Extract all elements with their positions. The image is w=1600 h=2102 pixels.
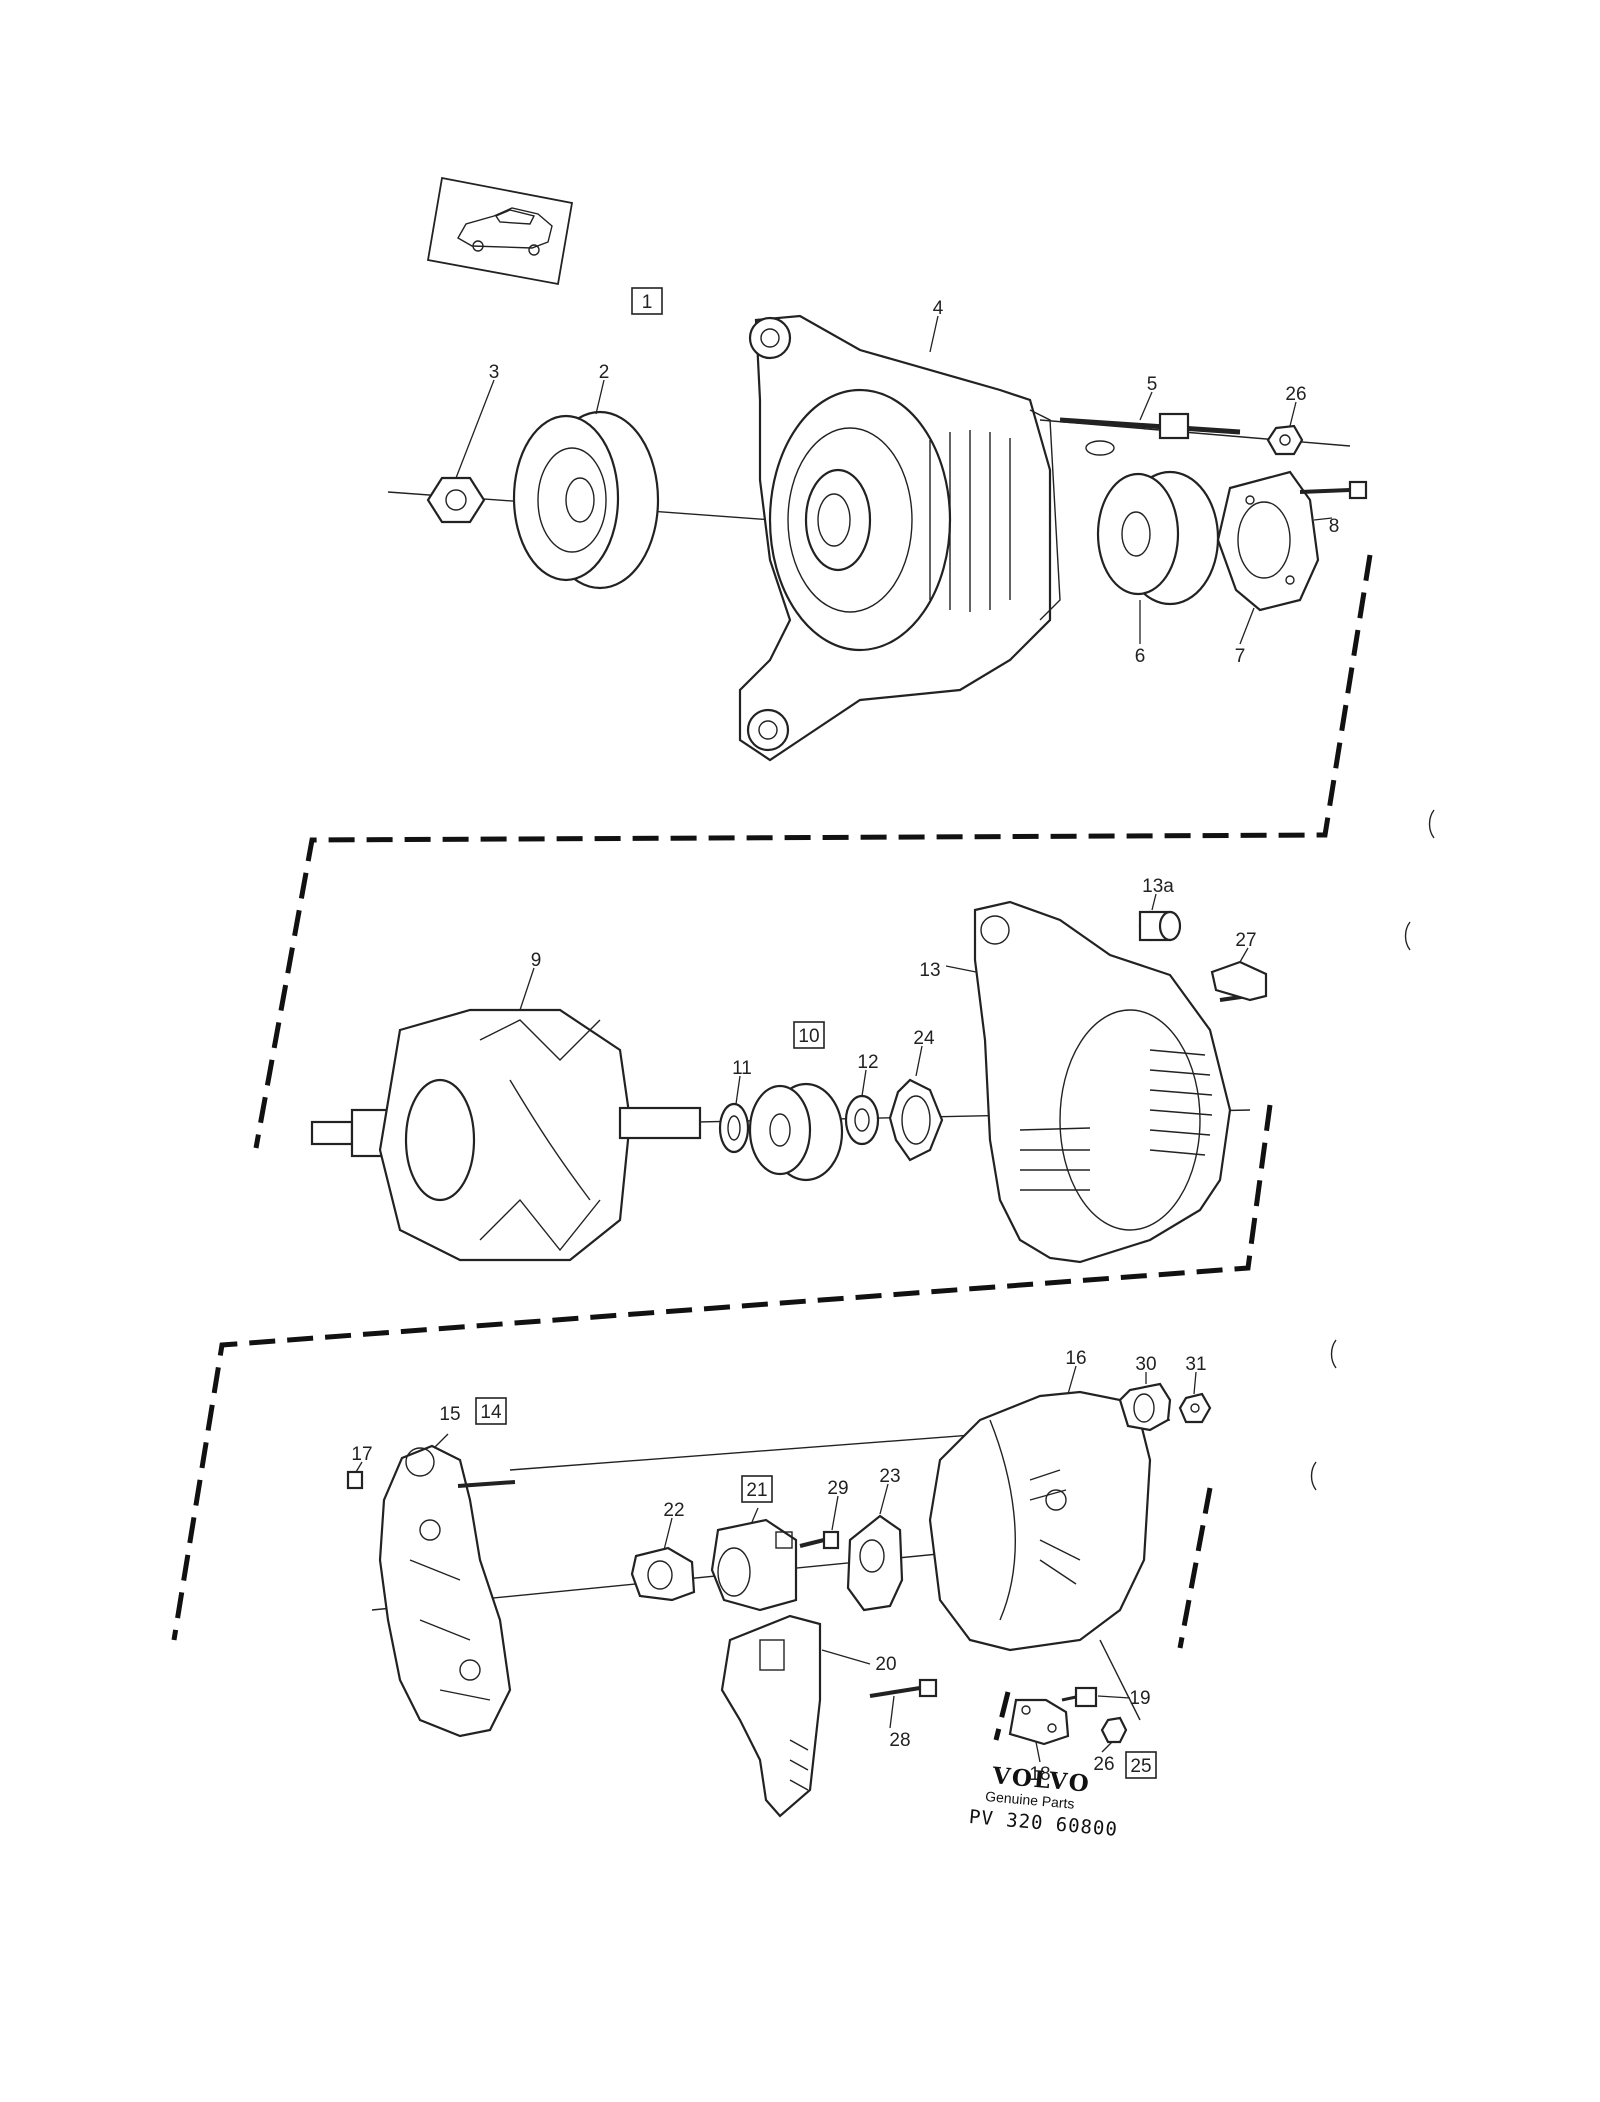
dashed-connector-top <box>253 554 1373 1149</box>
callout-27: 27 <box>1235 930 1256 951</box>
callout-4: 4 <box>933 298 944 319</box>
bearing-retainer-plate <box>1216 470 1320 612</box>
callout-2: 2 <box>599 362 610 383</box>
rectifier <box>378 1444 516 1738</box>
small-nut-17 <box>346 1470 364 1490</box>
callout-26-bottom: 26 <box>1093 1754 1114 1775</box>
callout-11: 11 <box>732 1058 752 1079</box>
bracket-18 <box>1008 1698 1070 1746</box>
housing-sleeve <box>1138 910 1182 942</box>
callout-9: 9 <box>531 950 542 971</box>
nut-31 <box>1178 1392 1212 1424</box>
screw-28 <box>869 1678 938 1698</box>
callout-20: 20 <box>875 1654 896 1675</box>
margin-mark-2 <box>1404 921 1411 951</box>
washer-12 <box>844 1094 880 1146</box>
axis-line-lower-3 <box>1099 1639 1141 1721</box>
callout-box-21 <box>741 1475 773 1503</box>
voltage-regulator <box>720 1614 822 1818</box>
seal-22 <box>630 1546 696 1602</box>
callout-24: 24 <box>913 1028 935 1049</box>
dashed-connector-middle <box>171 1104 1273 1641</box>
callout-5: 5 <box>1147 374 1158 395</box>
terminal-nut <box>1266 424 1304 456</box>
callout-19: 19 <box>1129 1688 1150 1709</box>
callout-box-10 <box>793 1021 825 1049</box>
callout-26-top: 26 <box>1285 384 1306 405</box>
brush-holder <box>710 1518 798 1612</box>
rear-cover <box>928 1390 1152 1652</box>
cover-23 <box>846 1514 904 1612</box>
pulley-nut <box>426 476 486 524</box>
callout-12: 12 <box>857 1052 878 1073</box>
callout-31: 31 <box>1185 1354 1206 1375</box>
callout-1: 1 <box>642 292 653 313</box>
callout-18: 18 <box>1029 1764 1050 1785</box>
callout-14: 14 <box>480 1402 502 1423</box>
wave-washer <box>888 1078 944 1162</box>
callout-29: 29 <box>827 1478 848 1499</box>
leader-lines <box>355 315 1333 1763</box>
dashed-connector-right <box>1177 1487 1213 1649</box>
callout-28: 28 <box>889 1730 910 1751</box>
bushing-30 <box>1118 1382 1172 1432</box>
callout-17: 17 <box>351 1444 372 1465</box>
callout-23: 23 <box>879 1466 900 1487</box>
callout-6: 6 <box>1135 646 1146 667</box>
callout-21: 21 <box>746 1480 767 1501</box>
screw-29 <box>799 1530 840 1550</box>
callout-8: 8 <box>1329 516 1340 537</box>
front-housing <box>738 314 1061 762</box>
callout-25: 25 <box>1130 1756 1151 1777</box>
callout-30: 30 <box>1135 1354 1156 1375</box>
callout-box-1 <box>631 287 663 315</box>
front-bearing <box>1096 470 1220 606</box>
callout-3: 3 <box>489 362 500 383</box>
washer-11 <box>718 1102 750 1154</box>
callout-16: 16 <box>1065 1348 1086 1369</box>
margin-mark-4 <box>1310 1461 1317 1491</box>
terminal-bolt <box>1059 412 1241 456</box>
rear-bearing <box>748 1082 844 1182</box>
callout-13: 13 <box>919 960 940 981</box>
rotor <box>310 1008 702 1262</box>
pulley <box>512 410 660 590</box>
housing-clip <box>1210 960 1268 1002</box>
callout-7: 7 <box>1235 646 1246 667</box>
rear-housing <box>973 900 1263 1264</box>
callout-box-14 <box>475 1397 507 1425</box>
margin-mark-3 <box>1330 1339 1337 1369</box>
callout-10: 10 <box>798 1026 819 1047</box>
retainer-screw <box>1299 480 1368 500</box>
margin-mark-1 <box>1428 809 1435 839</box>
callout-box-25 <box>1125 1751 1157 1779</box>
callout-22: 22 <box>663 1500 684 1521</box>
nut-26-lower <box>1100 1716 1128 1744</box>
callout-15: 15 <box>439 1404 460 1425</box>
vehicle-thumbnail <box>426 176 574 286</box>
callout-13a: 13a <box>1142 876 1174 897</box>
screw-19 <box>1061 1686 1098 1708</box>
dashed-connector-bracket <box>993 1691 1011 1741</box>
